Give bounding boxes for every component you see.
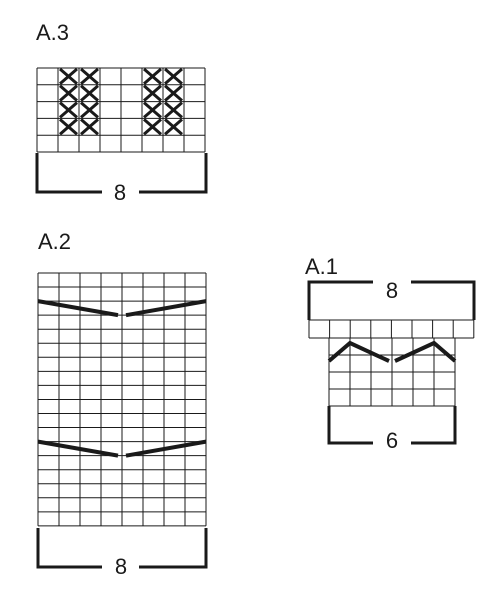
chart-a1-increase-symbols <box>327 340 457 363</box>
chart-a3-width-label: 8 <box>114 180 126 205</box>
chart-a2-title: A.2 <box>38 229 71 254</box>
decrease-symbol-left <box>37 299 119 318</box>
cross-stitch-symbol <box>59 84 78 102</box>
chart-a3-width-bracket <box>35 153 208 194</box>
decrease-symbol-right <box>125 299 207 318</box>
chart-a2-decrease-symbols <box>37 299 207 458</box>
cross-stitch-symbol <box>164 101 183 119</box>
chart-a1-title: A.1 <box>305 254 338 279</box>
cross-stitch-symbol <box>164 67 183 85</box>
cross-stitch-symbol <box>80 118 99 136</box>
cross-stitch-symbol <box>143 67 162 85</box>
cross-stitch-symbol <box>143 84 162 102</box>
cross-stitch-symbol <box>59 67 78 85</box>
chart-a1-grid <box>308 319 475 407</box>
chart-a3-title: A.3 <box>36 20 69 45</box>
chart-a2-grid <box>37 272 207 527</box>
chart-a1-top-width-bracket <box>307 280 476 320</box>
chart-a2-width-label: 8 <box>115 554 127 579</box>
chart-a3-cross-symbols <box>59 67 183 136</box>
cross-stitch-symbol <box>59 101 78 119</box>
chart-a2-width-bracket <box>36 528 208 569</box>
cross-stitch-symbol <box>143 101 162 119</box>
cross-stitch-symbol <box>80 67 99 85</box>
chart-a1-top-width-label: 8 <box>386 278 398 303</box>
cross-stitch-symbol <box>80 84 99 102</box>
cross-stitch-symbol <box>143 118 162 136</box>
increase-symbol-left <box>327 340 390 363</box>
chart-a3-grid <box>36 67 206 153</box>
increase-symbol-right <box>394 340 457 363</box>
chart-a1-bottom-width-label: 6 <box>386 428 398 453</box>
cross-stitch-symbol <box>80 101 99 119</box>
cross-stitch-symbol <box>164 118 183 136</box>
decrease-symbol-left <box>37 439 119 458</box>
cross-stitch-symbol <box>164 84 183 102</box>
decrease-symbol-right <box>125 439 207 458</box>
cross-stitch-symbol <box>59 118 78 136</box>
chart-a1-bottom-width-bracket <box>327 406 457 445</box>
